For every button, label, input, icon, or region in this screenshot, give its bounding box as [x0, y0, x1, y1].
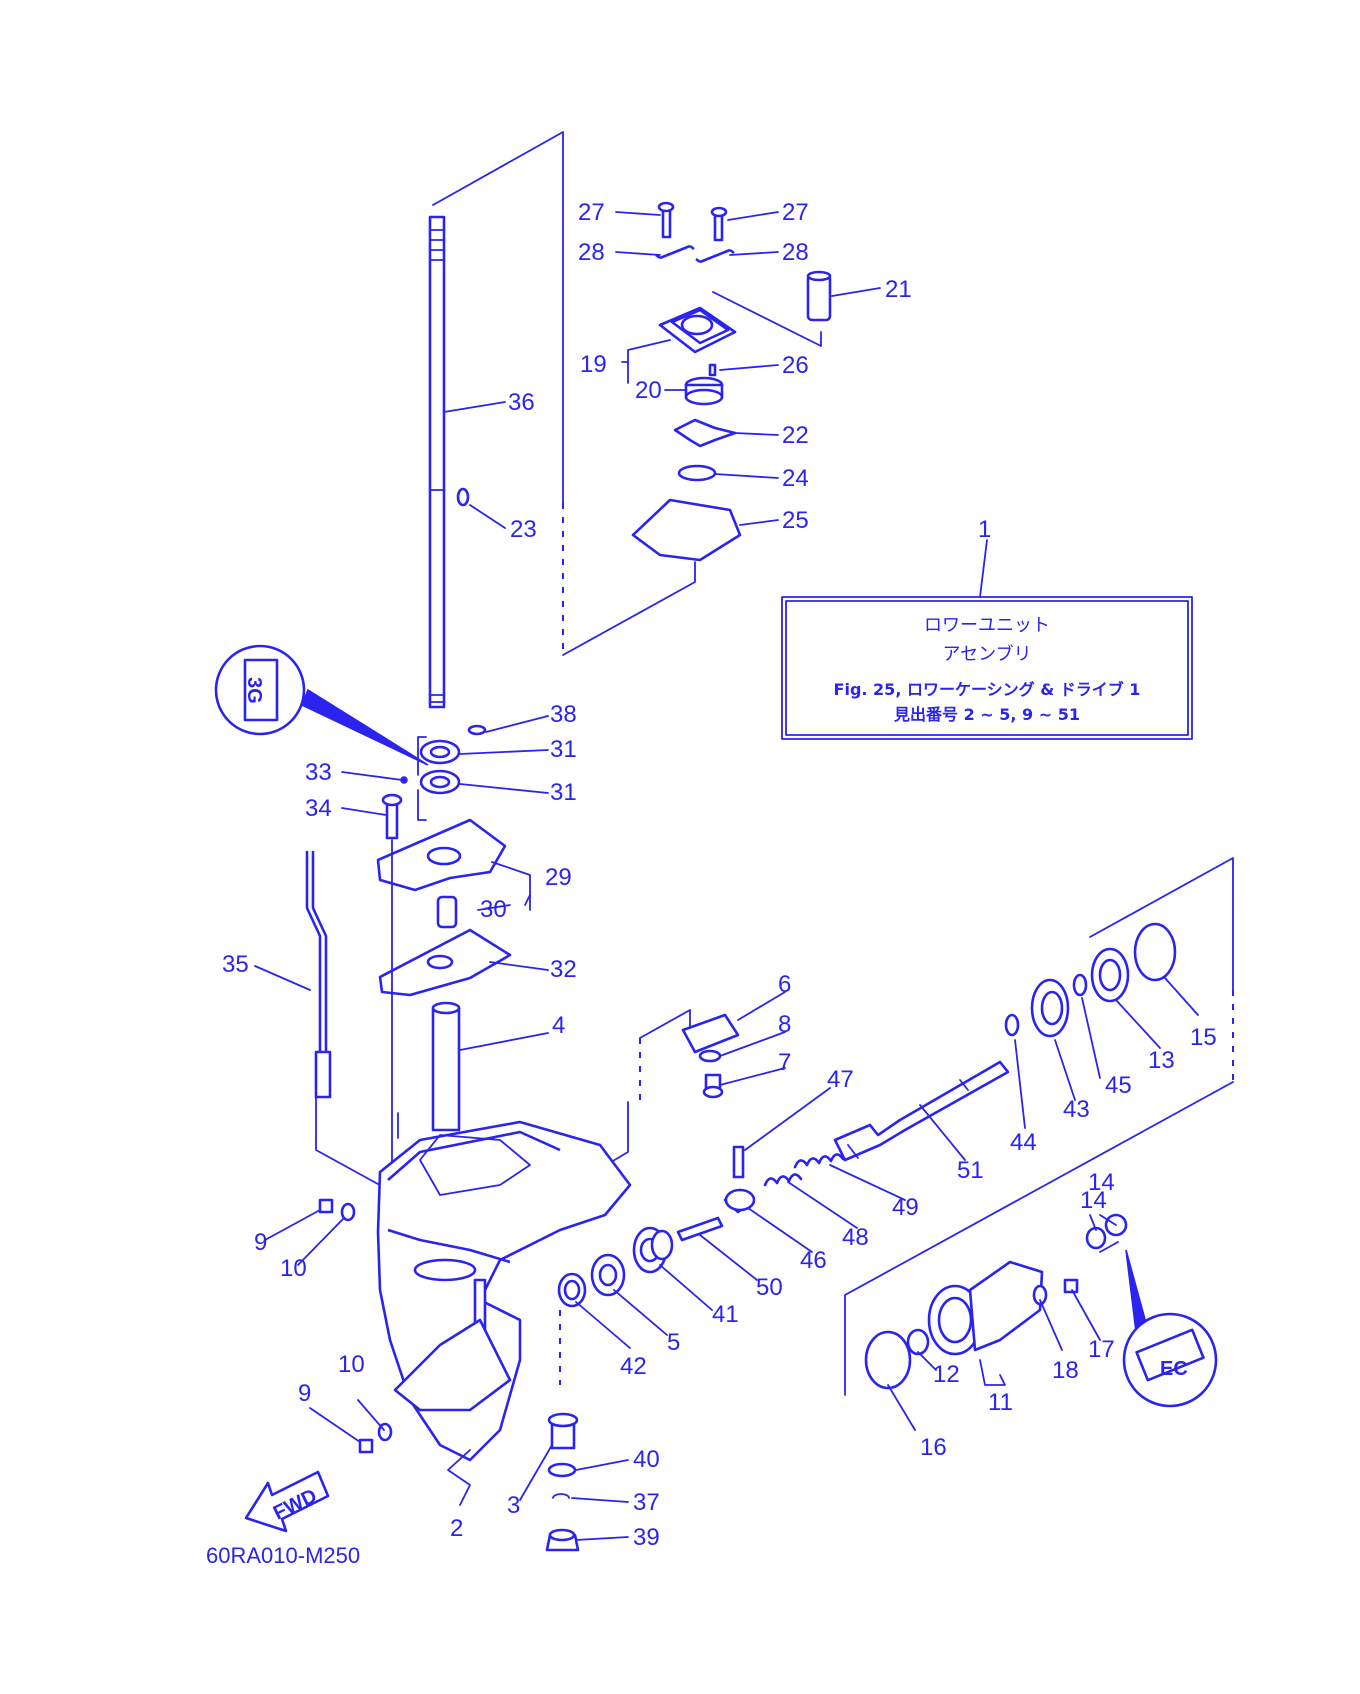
callout-31a: 31: [550, 736, 577, 763]
callout-45: 45: [1105, 1072, 1132, 1099]
assembly-index-range: 見出番号 2 ~ 5, 9 ~ 51: [893, 705, 1080, 724]
callout-22: 22: [782, 422, 809, 449]
callout-44: 44: [1010, 1129, 1037, 1156]
callout-32: 32: [550, 956, 577, 983]
callout-14a: 14: [1080, 1187, 1107, 1214]
callout-18: 18: [1052, 1357, 1079, 1384]
callout-7: 7: [778, 1049, 791, 1076]
leader-lines: [254, 211, 1199, 1541]
callout-4: 4: [552, 1012, 565, 1039]
assembly-title: ロワーユニット: [924, 615, 1050, 636]
callout-47: 47: [827, 1066, 854, 1093]
forward-arrow: FWD: [244, 1470, 330, 1533]
callout-9b: 9: [298, 1380, 311, 1407]
callout-15: 15: [1190, 1024, 1217, 1051]
callout-6: 6: [778, 971, 791, 998]
callout-2: 2: [450, 1515, 463, 1542]
callout-27b: 27: [782, 199, 809, 226]
callout-5: 5: [667, 1329, 680, 1356]
callout-30: 30: [480, 896, 507, 923]
grease-badge-left: 3G: [214, 644, 429, 766]
callout-25: 25: [782, 507, 809, 534]
callout-1: 1: [978, 516, 991, 543]
water-inlet-parts: [545, 1412, 580, 1552]
bracket-lines: [315, 131, 1234, 1396]
callout-31b: 31: [550, 779, 577, 806]
callout-9a: 9: [254, 1229, 267, 1256]
callout-50: 50: [756, 1274, 783, 1301]
prop-shaft-housing: [864, 1213, 1128, 1390]
callout-33: 33: [305, 759, 332, 786]
callout-11: 11: [988, 1389, 1013, 1416]
callout-41: 41: [712, 1301, 739, 1328]
callout-40: 40: [633, 1446, 660, 1473]
callout-23: 23: [510, 516, 537, 543]
assembly-subtitle: アセンブリ: [942, 643, 1031, 665]
callout-35: 35: [222, 951, 249, 978]
badge-left-label: 3G: [243, 677, 265, 704]
callout-16: 16: [920, 1434, 947, 1461]
callout-21: 21: [885, 276, 912, 303]
callout-51: 51: [957, 1157, 984, 1184]
callout-46: 46: [800, 1247, 827, 1274]
callout-10a: 10: [280, 1255, 307, 1282]
anode-group: [681, 1013, 740, 1099]
lower-casing: [376, 1120, 632, 1462]
callout-49: 49: [892, 1194, 919, 1221]
callout-42: 42: [620, 1353, 647, 1380]
callout-24: 24: [782, 465, 809, 492]
callout-19: 19: [580, 351, 607, 378]
callout-10b: 10: [338, 1351, 365, 1378]
shift-rod: [305, 850, 332, 1099]
gear-train: [557, 922, 1177, 1308]
badge-right-label: EC: [1160, 1358, 1188, 1380]
callout-13: 13: [1148, 1047, 1175, 1074]
callout-28a: 28: [578, 239, 605, 266]
assembly-note-box: ロワーユニット アセンブリ Fig. 25, ロワーケーシング & ドライブ 1…: [781, 539, 1193, 740]
callout-20: 20: [635, 377, 662, 404]
drain-screws: [318, 1198, 393, 1454]
callout-29: 29: [545, 864, 572, 891]
callout-37: 37: [633, 1489, 660, 1516]
callout-38: 38: [550, 701, 577, 728]
drive-shaft: [428, 215, 470, 709]
callout-12: 12: [933, 1361, 960, 1388]
callout-43: 43: [1063, 1096, 1090, 1123]
callout-39: 39: [633, 1524, 660, 1551]
callout-3: 3: [507, 1492, 520, 1519]
callout-numbers: 1 2 3 4 5 6 7 8 9 9 10 10 11 12 13 14 14…: [222, 199, 1217, 1551]
callout-17: 17: [1088, 1336, 1115, 1363]
callout-26: 26: [782, 352, 809, 379]
callout-34: 34: [305, 795, 332, 822]
callout-28b: 28: [782, 239, 809, 266]
callout-36: 36: [508, 389, 535, 416]
callout-8: 8: [778, 1011, 791, 1038]
assembly-reference: Fig. 25, ロワーケーシング & ドライブ 1: [834, 680, 1141, 699]
drawing-code: 60RA010-M250: [206, 1543, 360, 1568]
callout-14b: 14: [1088, 1169, 1115, 1196]
grease-badge-right: EC: [1122, 1249, 1218, 1408]
callout-48: 48: [842, 1224, 869, 1251]
callout-27a: 27: [578, 199, 605, 226]
upper-casing-group: [376, 724, 512, 1211]
water-pump-group: [631, 201, 832, 562]
